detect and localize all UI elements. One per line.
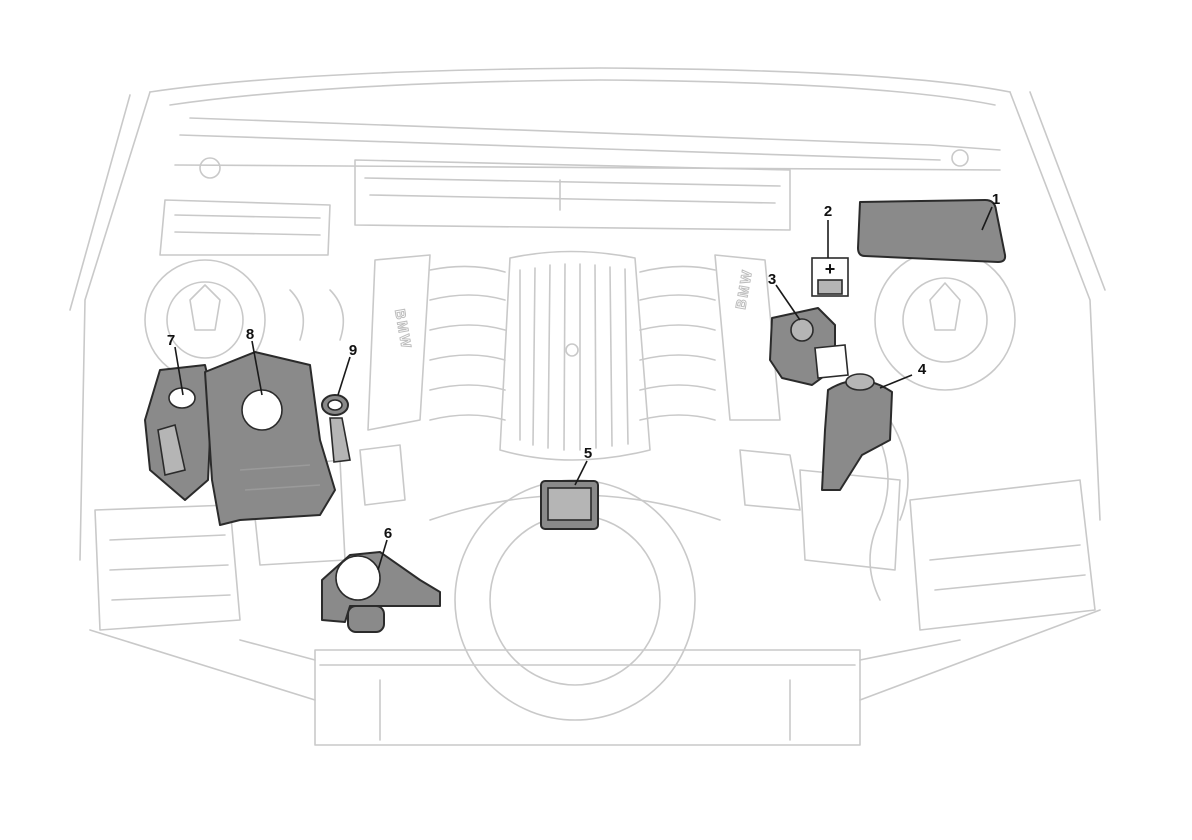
component-9-oil-cap [322,395,350,462]
component-3-reservoir [770,308,848,385]
callout-5: 5 [584,445,592,462]
callout-1: 1 [992,191,1000,208]
cam-cover-brand-left: BMW [392,308,415,351]
callout-9: 9 [349,342,357,359]
component-4-expansion-tank [822,374,892,490]
component-6-reservoir [322,552,440,632]
callout-8: 8 [246,326,254,343]
callout-3: 3 [768,271,776,288]
component-1-box [858,200,1005,262]
cam-cover-brand-right: BMW [732,267,755,310]
callout-7: 7 [167,332,175,349]
component-8-cover [205,352,335,525]
component-5-cap [541,481,598,529]
component-2-positive-terminal: + [812,258,848,296]
callout-4: 4 [918,361,927,378]
positive-terminal-symbol: + [825,259,836,279]
callout-2: 2 [824,203,832,220]
component-7-filler [145,365,212,500]
callout-6: 6 [384,525,392,542]
